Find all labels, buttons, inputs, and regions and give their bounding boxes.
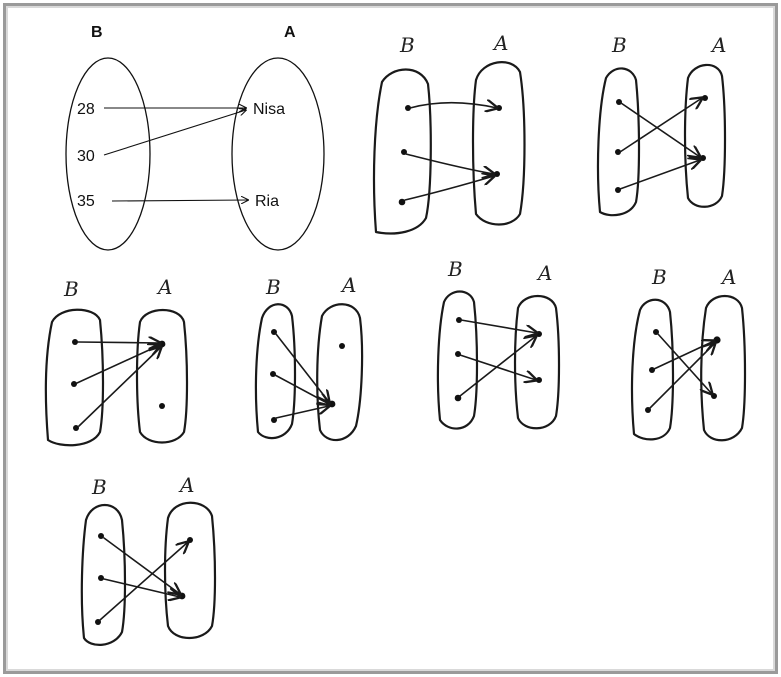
sketch-2-left-oval: [596, 67, 641, 217]
sketch-3-a-point: [158, 340, 166, 348]
sketch-5-a-label: A: [536, 261, 552, 285]
sketch-2-b-point: [615, 149, 621, 155]
set-a-label: A: [284, 24, 296, 41]
sketch-7-b-point: [98, 575, 104, 581]
sketch-5: B A: [436, 257, 561, 430]
sketch-2-right-oval: [683, 63, 727, 208]
set-a-oval: [231, 57, 325, 251]
sketch-2-arrow: [620, 102, 700, 157]
sketch-4-b-label: B: [265, 275, 281, 299]
sketch-4-arrow: [275, 406, 329, 419]
set-b-label: B: [91, 24, 103, 41]
sketch-5-arrow: [460, 319, 537, 333]
typed-diagram: B A 28 30 35 Nisa Ria: [65, 24, 325, 251]
sketch-1-left-oval: [372, 68, 432, 235]
sketch-1-arrow: [405, 153, 494, 174]
b-element-28: 28: [77, 101, 95, 118]
sketch-3-arrow: [78, 347, 161, 427]
sketch-6-b-point: [649, 367, 655, 373]
sketch-1-arrow: [409, 103, 497, 108]
sketch-4: B A: [254, 273, 364, 442]
sketch-6-arrow: [657, 333, 712, 394]
sketch-6-arrow: [649, 343, 715, 409]
sketch-3-left-oval: [44, 308, 105, 447]
sketch-1-b-label: B: [399, 33, 415, 57]
sketch-7-b-point: [98, 533, 104, 539]
a-element-ria: Ria: [255, 193, 279, 210]
sketch-7-arrow: [99, 542, 188, 621]
sketch-6-left-oval: [630, 298, 675, 441]
sketch-7-arrow: [103, 578, 180, 597]
sketch-2-b-point: [616, 99, 622, 105]
sketch-3: B A: [44, 275, 189, 447]
sketch-3-b-point: [71, 381, 77, 387]
sketch-6-b-label: B: [651, 265, 667, 289]
sketch-1-b-point: [398, 198, 406, 206]
sketch-4-left-oval: [254, 303, 297, 440]
sketch-4-b-point: [270, 371, 276, 377]
sketch-1-b-point: [405, 105, 411, 111]
sketch-2-b-label: B: [611, 33, 627, 57]
sketch-3-b-point: [73, 425, 79, 431]
sketch-5-b-label: B: [447, 257, 463, 281]
sketch-5-arrow: [459, 354, 536, 380]
arrow-30-nisa: [103, 110, 246, 156]
sketch-7-b-label: B: [91, 475, 107, 499]
sketch-2-a-label: A: [710, 33, 726, 57]
sketch-4-right-oval: [316, 303, 364, 442]
sketch-4-a-label: A: [340, 273, 356, 297]
sketch-1: B A: [372, 31, 526, 235]
sketch-3-b-label: B: [63, 277, 79, 301]
sketch-6: B A: [630, 265, 747, 442]
sketch-3-a-point: [159, 403, 165, 409]
sketch-3-arrow: [76, 345, 160, 384]
sketch-7-a-label: A: [178, 473, 194, 497]
sketch-4-arrow: [274, 374, 329, 404]
sketch-5-left-oval: [436, 290, 479, 430]
set-b-oval: [65, 57, 151, 251]
sketch-2-arrow: [619, 98, 702, 153]
sketch-1-a-label: A: [492, 31, 508, 55]
sketch-5-a-point: [536, 377, 542, 383]
sketch-3-b-point: [72, 339, 78, 345]
sketch-3-arrow: [77, 342, 160, 343]
sketch-2-a-point: [702, 95, 708, 101]
b-element-35: 35: [77, 193, 95, 210]
sketch-1-arrow: [404, 176, 494, 201]
sketch-2-arrow: [619, 160, 700, 190]
sketch-5-b-point: [455, 351, 461, 357]
sketch-5-right-oval: [513, 294, 561, 430]
sketch-6-right-oval: [700, 294, 747, 442]
sketch-2: B A: [596, 33, 727, 217]
sketch-2-b-point: [615, 187, 621, 193]
sketch-7: B A: [80, 473, 217, 646]
sketch-4-arrow: [275, 333, 329, 402]
sketch-1-right-oval: [471, 61, 526, 226]
a-element-nisa: Nisa: [253, 101, 285, 118]
arrow-35-ria: [111, 200, 248, 201]
sketch-6-arrow: [653, 341, 714, 370]
sketch-3-a-label: A: [156, 275, 172, 299]
sketch-5-arrow: [459, 336, 536, 397]
sketch-6-a-label: A: [720, 265, 736, 289]
sketch-7-right-oval: [163, 501, 217, 639]
page-frame: [3, 3, 778, 674]
sketch-7-left-oval: [80, 504, 127, 646]
sketch-3-right-oval: [135, 309, 189, 444]
sketch-1-a-point: [494, 171, 500, 177]
b-element-30: 30: [77, 148, 95, 165]
sketch-2-a-point: [700, 155, 706, 161]
sketch-4-a-point: [339, 343, 345, 349]
sketch-7-arrow: [103, 537, 180, 594]
sketch-5-a-point: [536, 331, 542, 337]
sketch-5-b-point: [456, 317, 462, 323]
